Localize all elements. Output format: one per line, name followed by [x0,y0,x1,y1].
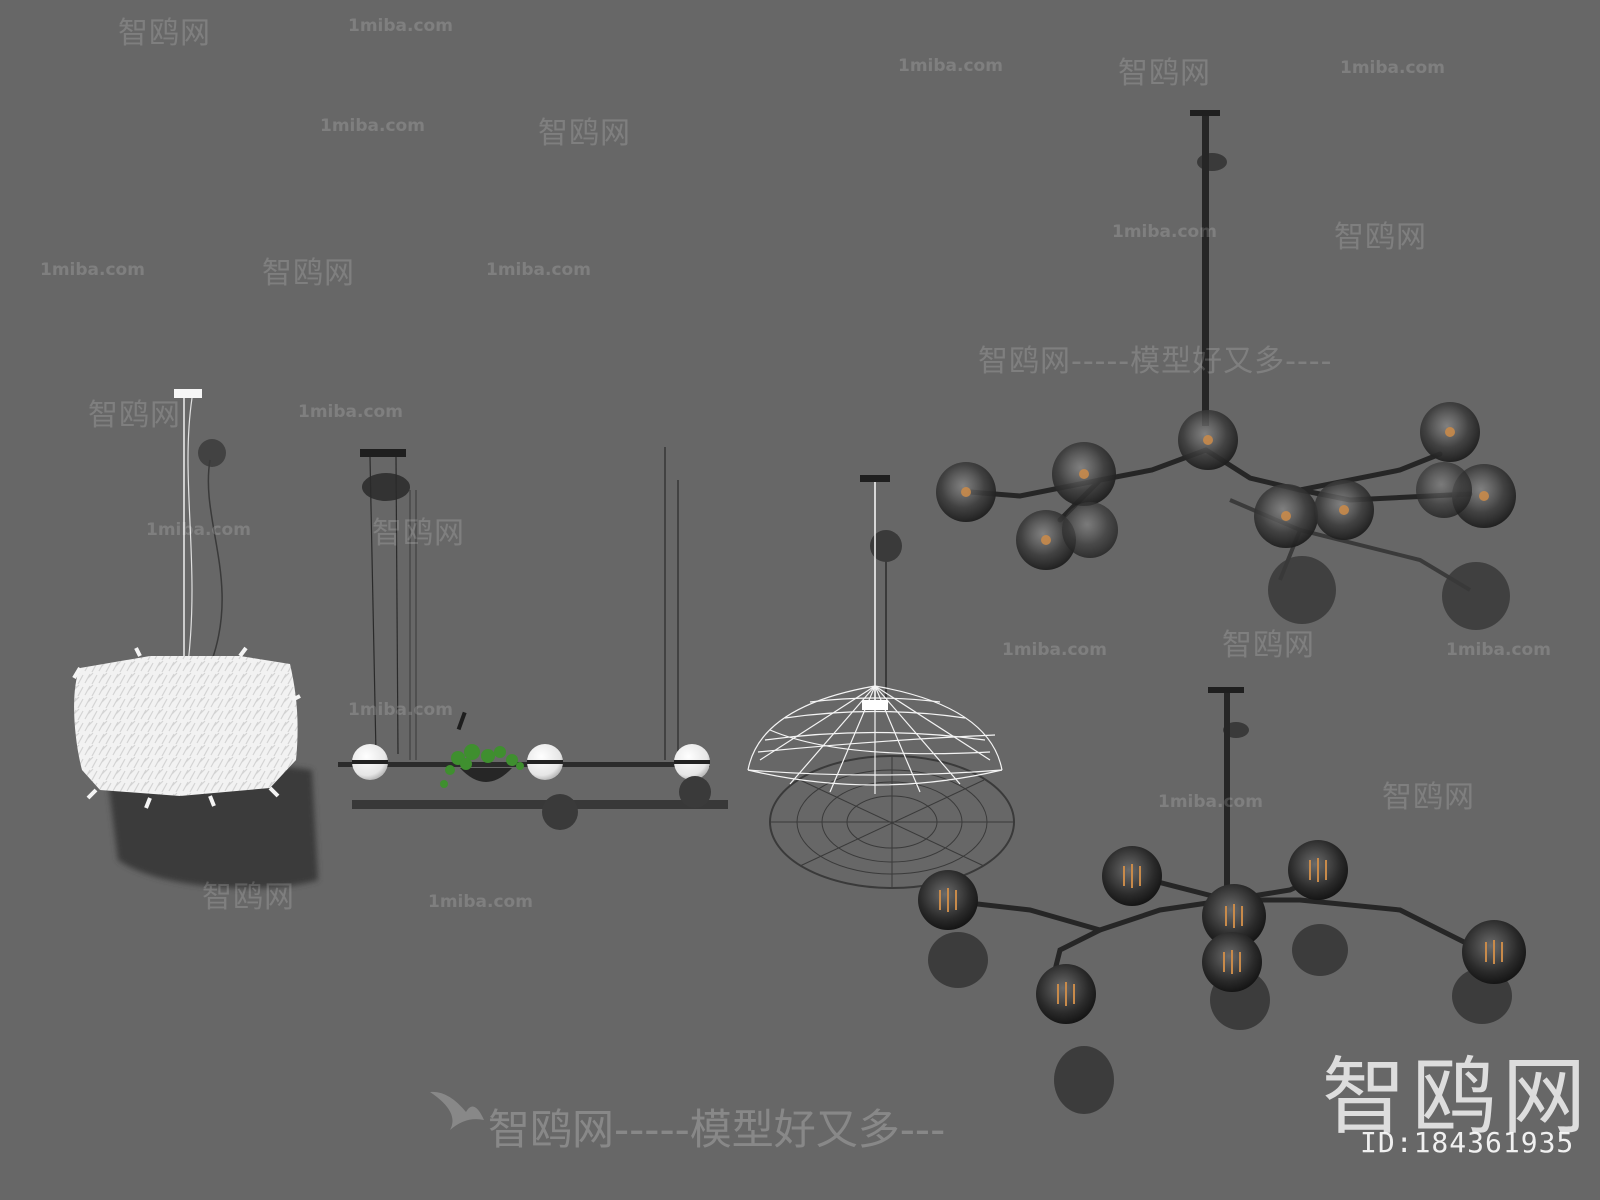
glass-chandelier-stem [1202,116,1209,426]
feather-drum-pendant [72,389,318,889]
feather-pendant-canopy [174,389,202,398]
feather-pendant-shadow [108,763,318,889]
planter-foliage [440,744,524,788]
glass-globes [936,402,1516,630]
smoked-chandelier-stem [1224,693,1230,903]
smoked-globe-branch-chandelier [918,687,1526,1114]
linear-pendant-canopy [360,449,406,457]
feather-drum-shade [74,656,298,796]
brand-logo-text: 智鸥网 [1322,1048,1593,1146]
glass-chandelier-canopy [1190,110,1220,116]
brand-id-label: ID:184361935 [1360,1126,1575,1159]
watermark-slogan: 智鸥网-----模型好又多--- [488,1105,946,1154]
smoked-chandelier-canopy [1208,687,1244,693]
seagull-logo-watermark [430,1091,484,1130]
linear-pendant-with-globes-and-planter [338,447,728,830]
planter-bowl [460,768,512,782]
wire-dome-pendant [747,475,1015,889]
wire-dome-canopy [860,475,890,482]
wire-dome-shade [747,684,1003,794]
linear-pendant-bar [338,762,710,767]
glass-globe-branch-chandelier [936,110,1516,630]
